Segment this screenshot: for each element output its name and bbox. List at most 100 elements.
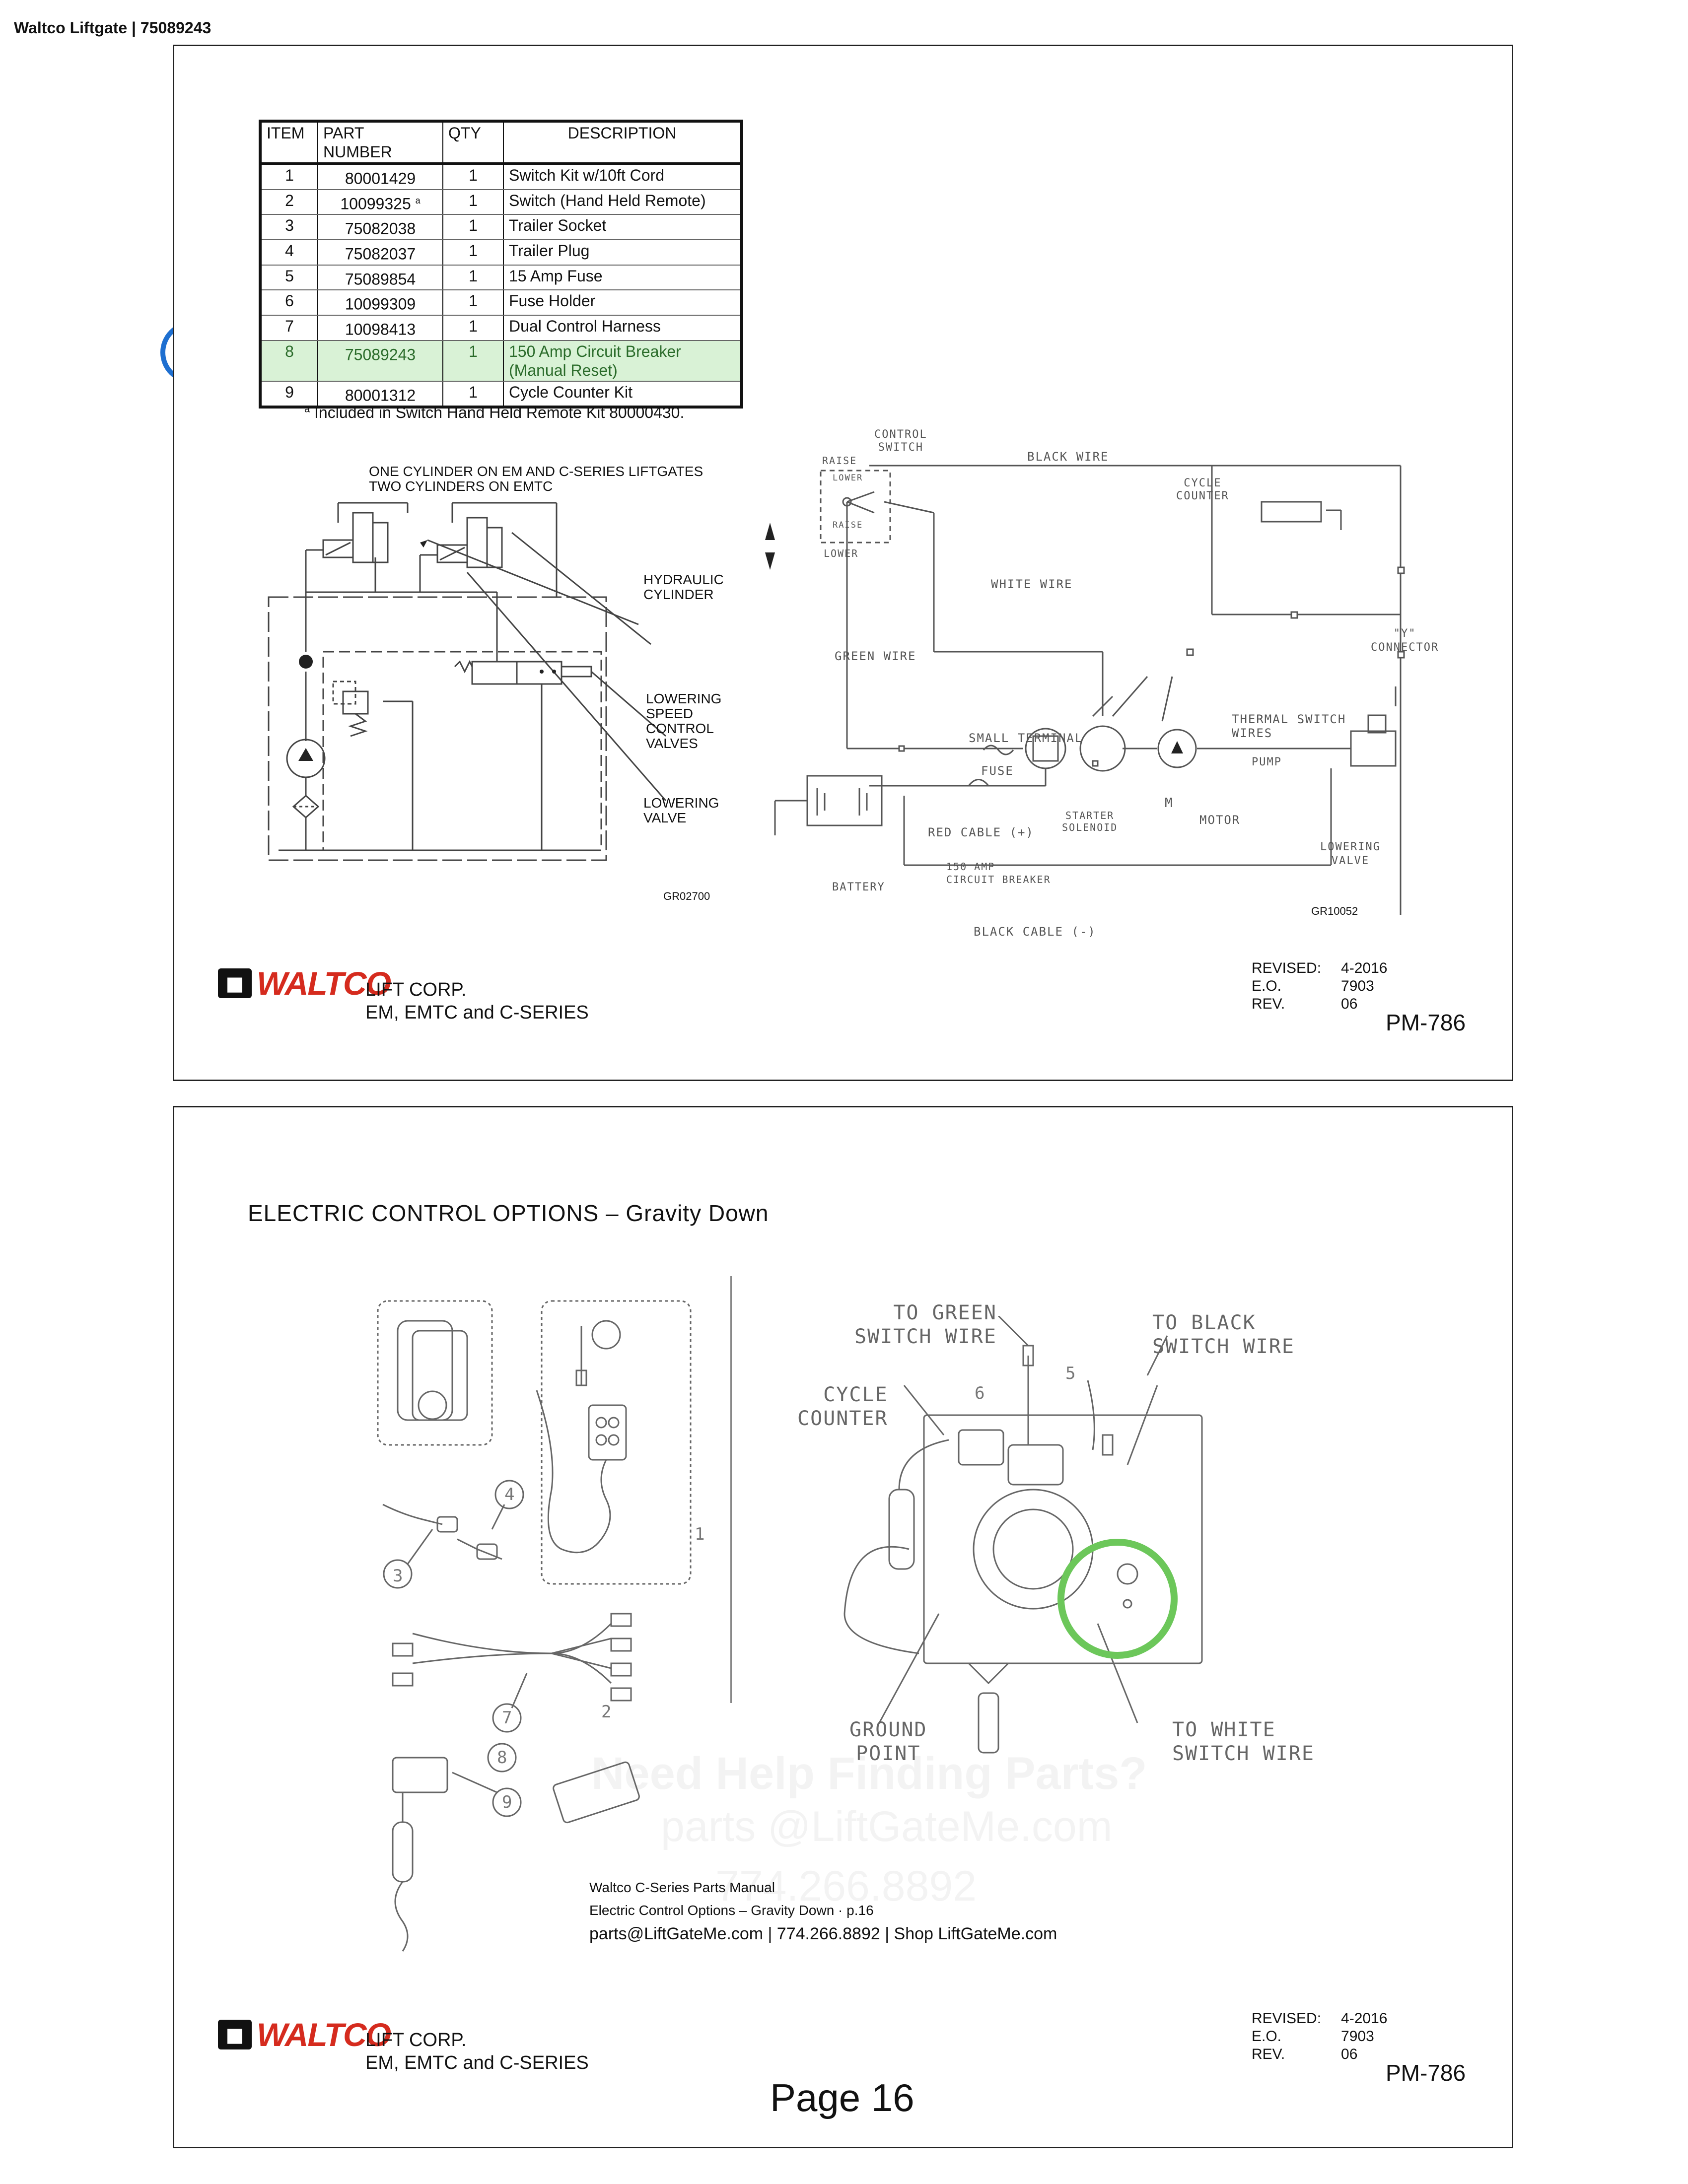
cell-item: 5 (260, 265, 318, 291)
battery-label: BATTERY (832, 881, 885, 893)
waltco-logo-bottom: ◼ WALTCO (218, 2016, 391, 2053)
cell-description: Switch (Hand Held Remote) (503, 189, 742, 215)
wiring-schematic (765, 465, 1405, 915)
watermark-email: parts @LiftGateMe.com (661, 1803, 1113, 1850)
cell-qty: 1 (442, 189, 504, 215)
callout-7: 7 (502, 1708, 513, 1728)
credit-contact[interactable]: parts@LiftGateMe.com | 774.266.8892 | Sh… (589, 1924, 1057, 1943)
electric-control-panel: ELECTRIC CONTROL OPTIONS – Gravity Down … (173, 1106, 1513, 2148)
section-title: ELECTRIC CONTROL OPTIONS – Gravity Down (248, 1200, 769, 1226)
callout-3: 3 (393, 1566, 404, 1586)
hydraulic-note: ONE CYLINDER ON EM AND C-SERIES LIFTGATE… (369, 464, 703, 494)
cell-item: 3 (260, 214, 318, 240)
cell-description: Switch Kit w/10ft Cord (503, 163, 742, 190)
cell-qty: 1 (442, 163, 504, 190)
cell-part-number: 10099309 (317, 290, 443, 316)
divider (730, 1276, 732, 1703)
callout-2: 2 (601, 1702, 613, 1722)
hydraulic-code: GR02700 (663, 890, 710, 902)
cell-part-number: 75082037 (317, 239, 443, 266)
header-part-number: PART NUMBER (317, 121, 443, 165)
green-wire-label: GREEN WIRE (835, 649, 916, 663)
motor-assembly-illustration (844, 1316, 1203, 1754)
cell-item: 8 (260, 340, 318, 382)
raise-label: RAISE (822, 455, 857, 467)
cell-qty: 1 (442, 340, 504, 382)
cell-qty: 1 (442, 214, 504, 240)
cell-description: Trailer Plug (503, 239, 742, 266)
red-cable-label: RED CABLE (+) (928, 825, 1034, 839)
switch-lower-label: LOWER (833, 473, 863, 483)
hydraulic-schematic (268, 502, 667, 861)
cell-item: 6 (260, 290, 318, 316)
y-connector-label: "Y"CONNECTOR (1371, 627, 1439, 654)
cell-description: Trailer Socket (503, 214, 742, 240)
waltco-mark-icon: ◼ (218, 968, 252, 998)
cell-part-number: 80001312 (317, 381, 443, 408)
callout-9: 9 (502, 1792, 513, 1812)
cell-item: 7 (260, 315, 318, 341)
cell-item: 9 (260, 381, 318, 408)
cell-qty: 1 (442, 315, 504, 341)
cell-part-number: 80001429 (317, 163, 443, 190)
revision-block-bottom: REVISED:4-2016 E.O.7903 REV.06 (1252, 2010, 1388, 2062)
cell-part-number: 10098413 (317, 315, 443, 341)
white-wire-label: WHITE WIRE (991, 577, 1073, 591)
waltco-mark-icon: ◼ (218, 2020, 252, 2049)
cell-item: 2 (260, 189, 318, 215)
cell-description: Cycle Counter Kit (503, 381, 742, 408)
cell-part-number: 10099325 a (317, 189, 443, 215)
waltco-logo: ◼ WALTCO (218, 964, 391, 1002)
wiring-code: GR10052 (1311, 905, 1358, 917)
callout-8: 8 (497, 1748, 508, 1768)
pm-number-bottom: PM-786 (1386, 2060, 1466, 2086)
table-footnote: a Included in Switch Hand Held Remote Ki… (304, 404, 685, 421)
black-wire-label: BLACK WIRE (1027, 450, 1109, 464)
black-cable-label: BLACK CABLE (-) (974, 925, 1096, 939)
document-header: Waltco Liftgate | 75089243 (14, 19, 211, 37)
cell-item: 1 (260, 163, 318, 190)
cell-part-number: 75089854 (317, 265, 443, 291)
callout-1: 1 (695, 1524, 706, 1544)
cell-description: 15 Amp Fuse (503, 265, 742, 291)
credit-section: Electric Control Options – Gravity Down … (589, 1903, 874, 1918)
small-terminal-label: SMALL TERMINAL (969, 731, 1083, 745)
watermark-help: Need Help Finding Parts? (591, 1748, 1147, 1799)
footer-company: LIFT CORP.EM, EMTC and C-SERIES (365, 979, 589, 1023)
cell-qty: 1 (442, 239, 504, 266)
fuse-label: FUSE (981, 764, 1014, 778)
footer-company-bottom: LIFT CORP.EM, EMTC and C-SERIES (365, 2030, 589, 2073)
header-description: DESCRIPTION (503, 121, 742, 165)
header-item: ITEM (260, 121, 318, 165)
motor-label: MOTOR (1199, 813, 1241, 827)
callout-4: 4 (504, 1485, 516, 1504)
cell-qty: 1 (442, 381, 504, 408)
cell-part-number: 75082038 (317, 214, 443, 240)
header-qty: QTY (442, 121, 504, 165)
callout-5: 5 (1065, 1364, 1077, 1383)
motor-m-label: M (1165, 796, 1174, 811)
